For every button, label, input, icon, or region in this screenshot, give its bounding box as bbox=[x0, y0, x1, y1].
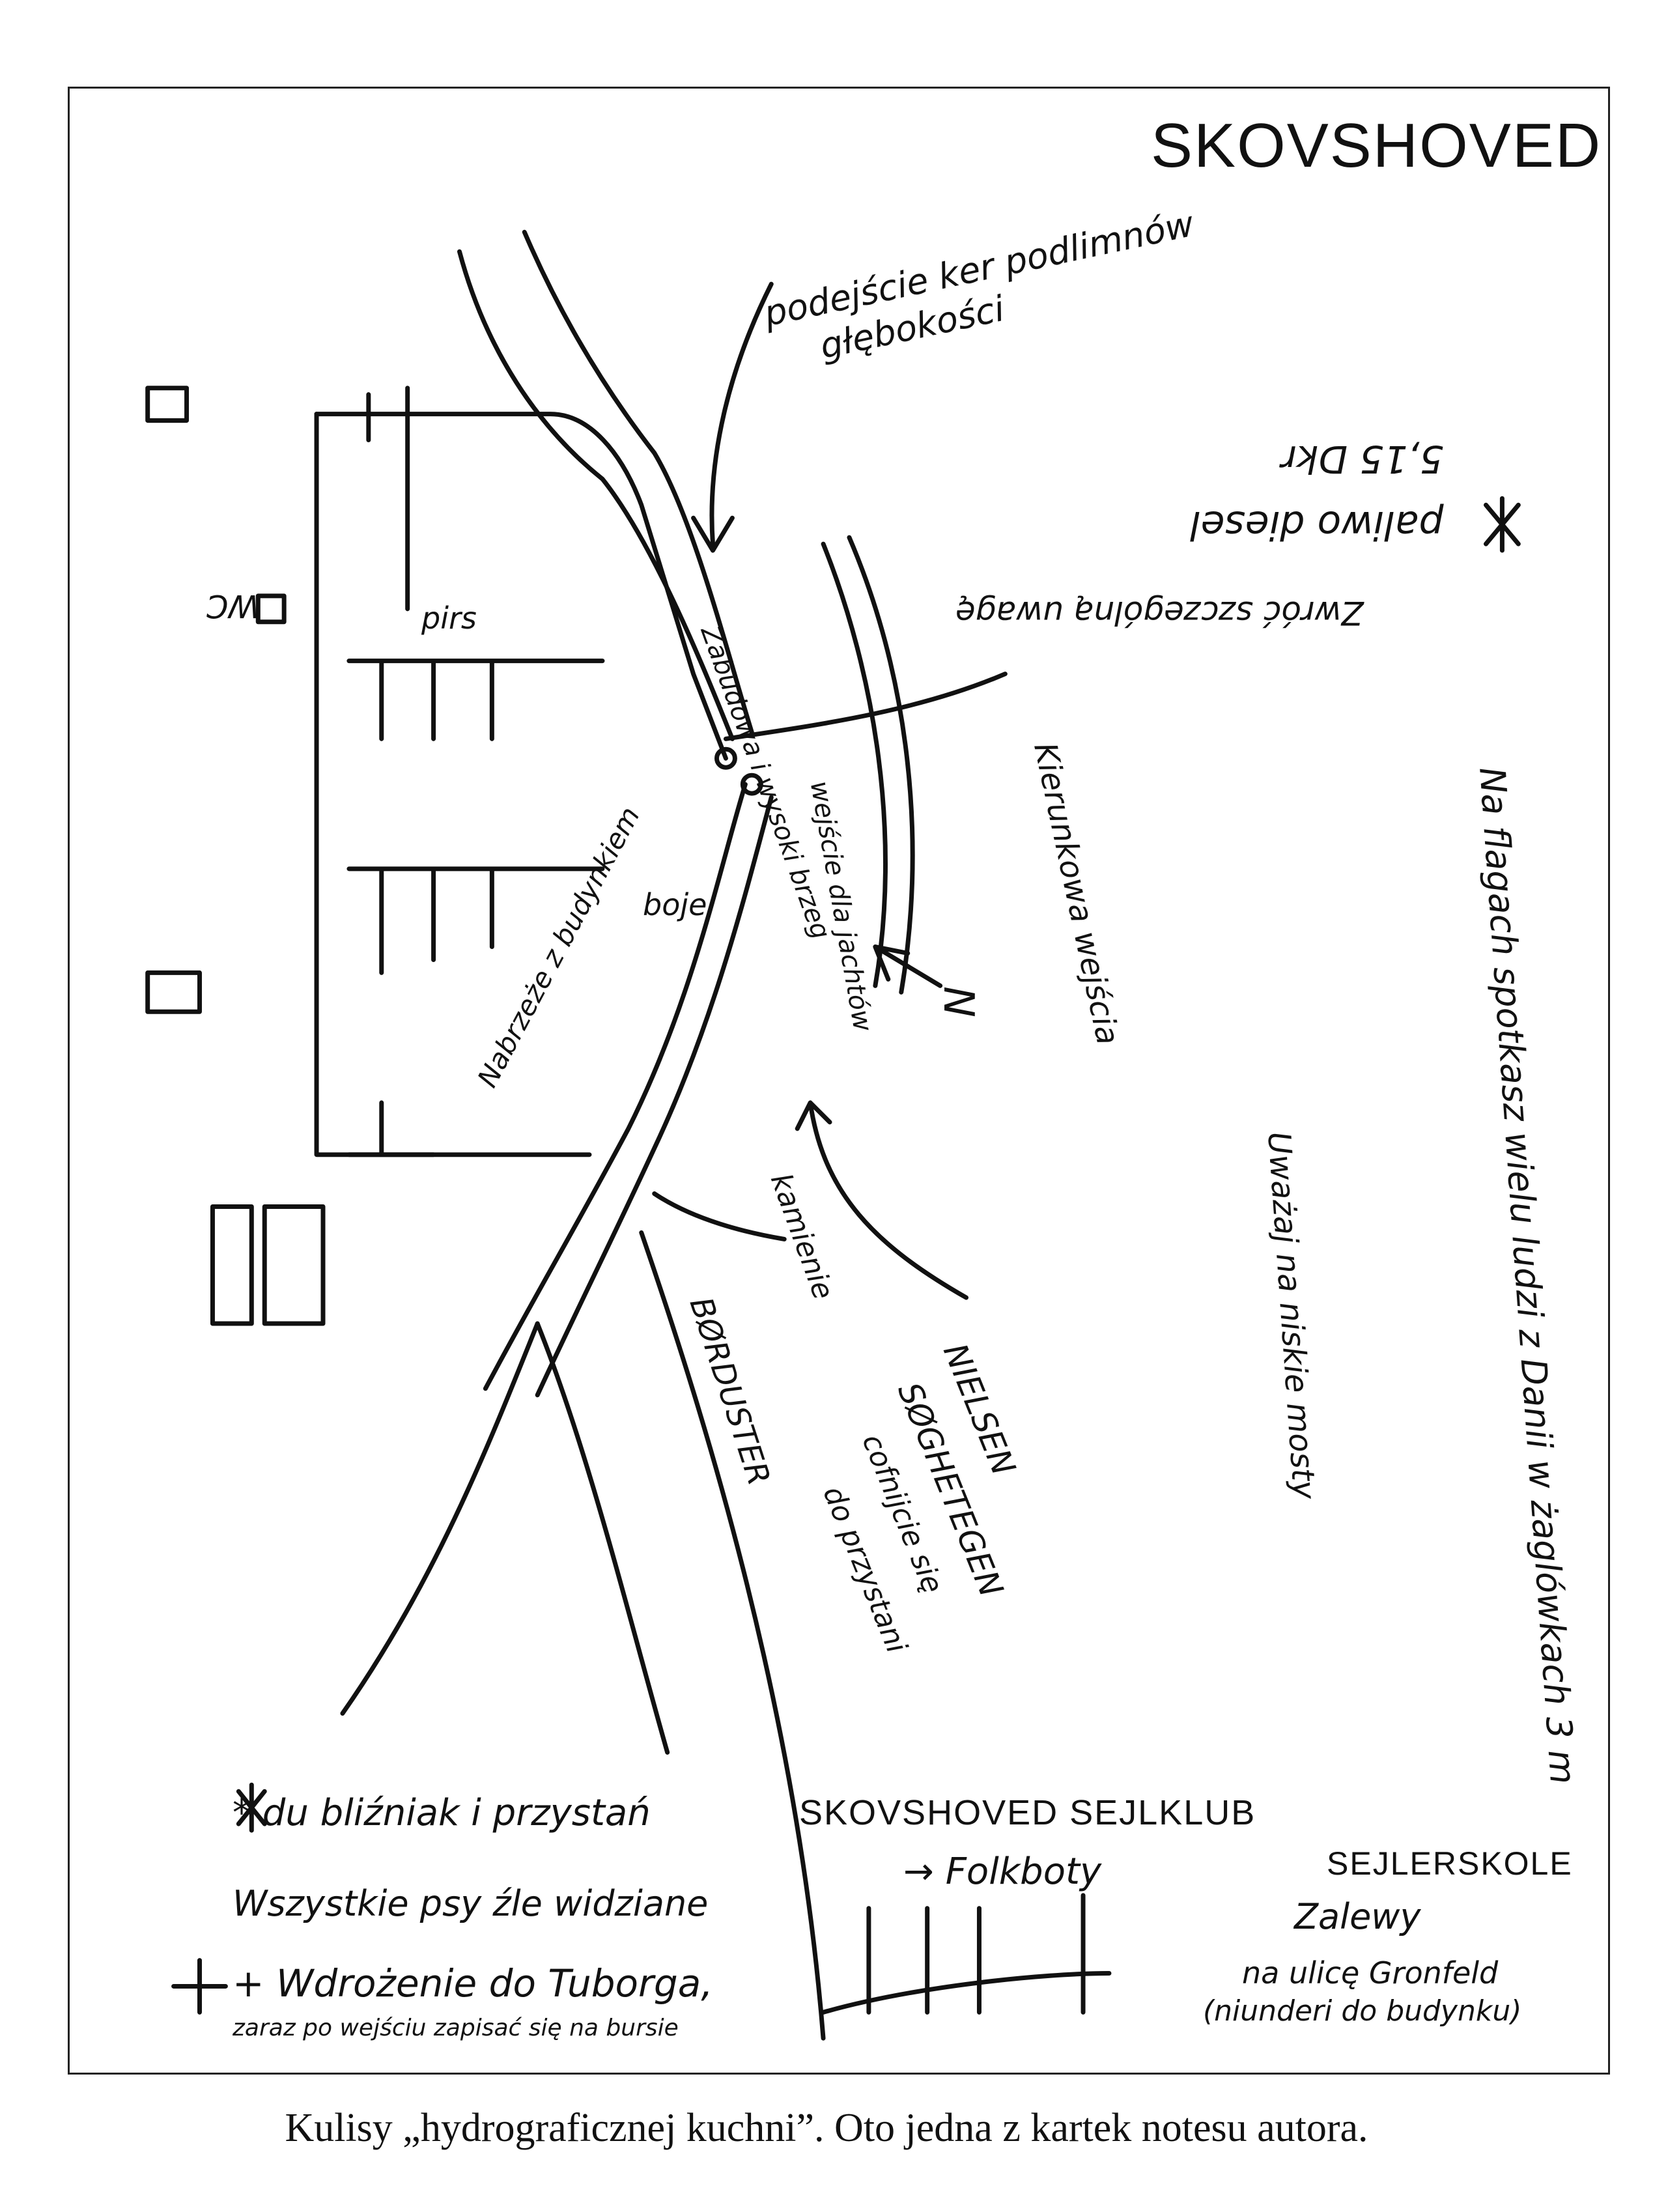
bottom-line-2: Wszystkie psy źle widziane bbox=[233, 1883, 709, 1924]
road-south-1 bbox=[340, 1321, 540, 1716]
arrow-n bbox=[873, 944, 943, 988]
pointer-1 bbox=[723, 672, 1008, 741]
plus-mark bbox=[171, 1958, 228, 2015]
right-strip bbox=[821, 541, 888, 988]
note-n-marker: N bbox=[933, 986, 982, 1017]
bottom-line-3: + Wdrożenie do Tuborga, bbox=[233, 1961, 713, 2006]
note-wc: WC bbox=[206, 588, 259, 624]
page-caption: Kulisy „hydrograficznej kuchni”. Oto jed… bbox=[285, 2106, 1368, 2150]
pier-top bbox=[314, 412, 728, 761]
right-strip-inner bbox=[847, 535, 915, 995]
harbor-basin-outline bbox=[314, 412, 592, 1157]
note-boje: boje bbox=[643, 887, 707, 922]
note-pirs: pirs bbox=[421, 601, 477, 636]
bottom-line-1: * du bliźniak i przystań bbox=[233, 1792, 651, 1834]
arrow-approach bbox=[691, 281, 774, 553]
note-ostrzezenie: Zwróć szczególną uwagę bbox=[955, 594, 1364, 632]
road-south-3 bbox=[639, 1230, 826, 2041]
road-south-2 bbox=[535, 1321, 670, 1755]
zalew-note: Zalewy bbox=[1294, 1896, 1421, 1937]
asterisk-2 bbox=[236, 1782, 267, 1833]
place-title: SKOVSHOVED bbox=[1151, 111, 1602, 180]
lot-marks bbox=[866, 1893, 1086, 2015]
harbor-sketch bbox=[145, 229, 1521, 2041]
block-4 bbox=[262, 1204, 326, 1326]
club-name: SKOVSHOVED SEJLKLUB bbox=[799, 1793, 1256, 1832]
note-paliwo: paliwo diesel bbox=[1190, 502, 1444, 548]
arrow-kamienie bbox=[795, 1100, 968, 1300]
pier-finger-3 bbox=[346, 866, 605, 975]
road-bottom bbox=[821, 1971, 1112, 2015]
pointer-2 bbox=[652, 1191, 787, 1241]
notebook-page: SKOVSHOVED podejście ker podlimnów głębo… bbox=[68, 87, 1610, 2075]
bottom-line-4: zaraz po wejściu zapisać się na bursie bbox=[233, 2015, 679, 2041]
niunde-note: (niunderi do budynku) bbox=[1203, 1994, 1522, 2028]
folkboat-note: → Folkboty bbox=[903, 1850, 1102, 1893]
pier-finger-2 bbox=[346, 659, 605, 741]
buoy-1 bbox=[714, 746, 737, 770]
pier-finger-4 bbox=[346, 1100, 436, 1157]
south-breakwater bbox=[483, 782, 748, 1391]
south-breakwater-inner bbox=[535, 795, 774, 1398]
outer-breakwater-inner bbox=[522, 229, 754, 735]
ulica-note: na ulicę Gronfeld bbox=[1242, 1955, 1499, 1991]
outer-breakwater bbox=[457, 249, 735, 741]
asterisk-1 bbox=[1483, 496, 1521, 553]
note-cena: 5,15 Dkr bbox=[1281, 437, 1444, 481]
block-3 bbox=[210, 1204, 254, 1326]
wc-box bbox=[255, 593, 287, 625]
boat-block-2 bbox=[145, 970, 202, 1014]
pier-finger-1 bbox=[366, 386, 410, 612]
boat-block-1 bbox=[145, 386, 190, 423]
school-name: SEJLERSKOLE bbox=[1327, 1845, 1573, 1882]
buoy-2 bbox=[740, 773, 763, 796]
